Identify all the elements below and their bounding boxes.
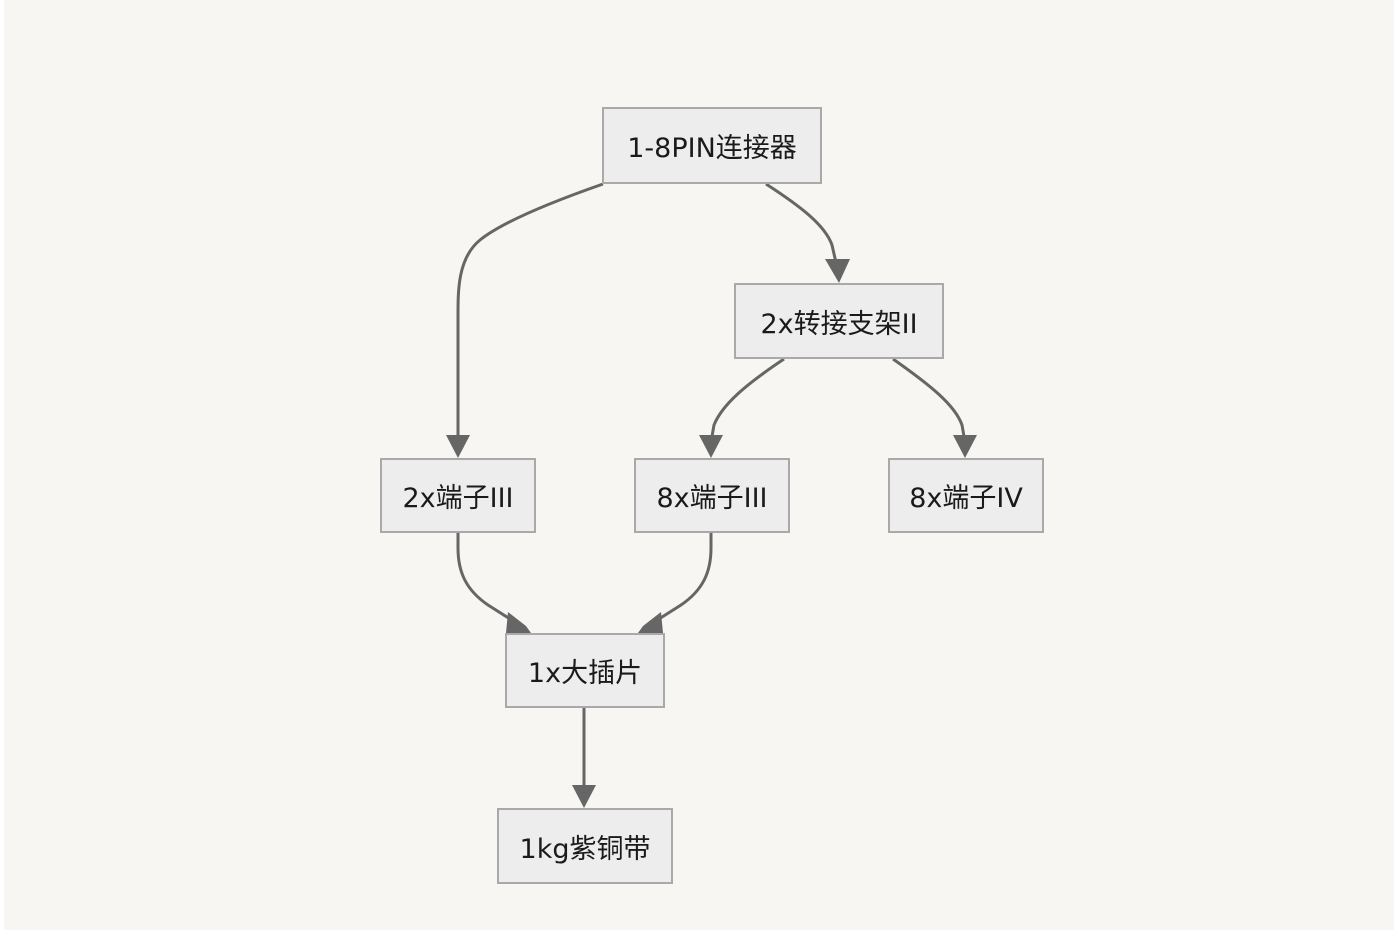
node-terminal-iii-2x[interactable]: 2x端子III — [380, 458, 536, 533]
node-terminal-iii-8x-label: 8x端子III — [656, 483, 768, 514]
arrowhead-bracket — [825, 259, 850, 283]
edge-connector-to-bracket — [765, 182, 839, 268]
node-copper-strip-label: 1kg紫铜带 — [519, 833, 651, 865]
arrowhead-plug-left — [506, 612, 531, 633]
node-plug[interactable]: 1x大插片 — [505, 633, 665, 708]
node-terminal-iii-2x-label: 2x端子III — [402, 483, 514, 514]
edge-connector-to-terminal-iii-2x — [456, 182, 604, 442]
edge-bracket-to-terminal-iv — [892, 357, 967, 443]
arrowhead-terminal-iv — [953, 435, 977, 458]
arrowhead-terminal-iii-2x — [446, 435, 470, 458]
node-plug-label: 1x大插片 — [527, 658, 643, 689]
edge-terminal-iii-8x-to-plug — [650, 533, 713, 626]
node-bracket-label: 2x转接支架II — [760, 308, 918, 340]
node-connector[interactable]: 1-8PIN连接器 — [602, 107, 822, 184]
node-terminal-iii-8x[interactable]: 8x端子III — [634, 458, 790, 533]
edge-bracket-to-terminal-iii-8x — [709, 357, 785, 443]
node-terminal-iv-8x-label: 8x端子IV — [909, 483, 1023, 514]
edge-terminal-iii-2x-to-plug — [456, 533, 519, 626]
arrowhead-copper-strip — [572, 785, 596, 808]
node-connector-label: 1-8PIN连接器 — [627, 133, 797, 164]
arrowhead-plug-right — [638, 612, 663, 633]
node-terminal-iv-8x[interactable]: 8x端子IV — [888, 458, 1044, 533]
node-copper-strip[interactable]: 1kg紫铜带 — [497, 808, 673, 884]
arrowhead-terminal-iii-8x — [699, 435, 723, 458]
node-bracket[interactable]: 2x转接支架II — [734, 283, 944, 359]
